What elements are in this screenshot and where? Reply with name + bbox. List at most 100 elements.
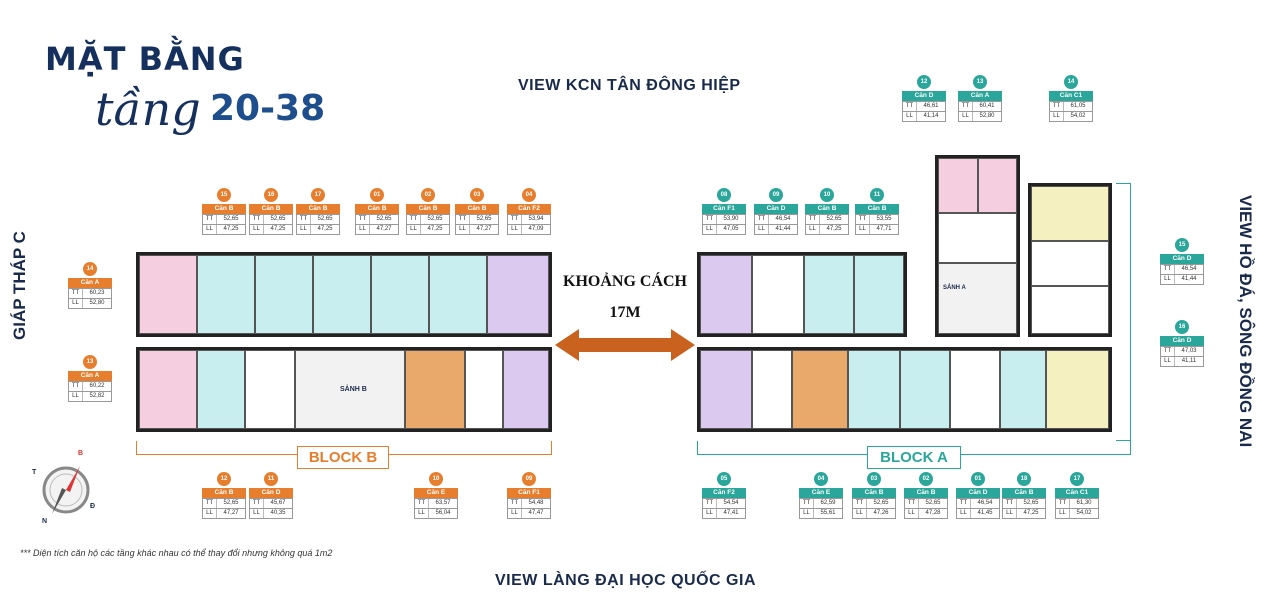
tt-value: 52,65 [270, 216, 286, 222]
unit-number: 03 [470, 188, 484, 202]
tt-value: 63,57 [435, 500, 451, 506]
tt-label: TT [508, 215, 522, 224]
unit-number: 02 [919, 472, 933, 486]
ll-label: LL [456, 225, 470, 234]
tt-label: TT [1003, 499, 1017, 508]
tt-value: 54,48 [528, 500, 544, 506]
ll-value: 41,44 [775, 226, 791, 232]
tt-value: 53,94 [528, 216, 544, 222]
unit-number: 10 [429, 472, 443, 486]
tt-label: TT [703, 499, 717, 508]
ll-label: LL [1056, 509, 1070, 518]
unit-tt-row: TT 52,65 [296, 214, 340, 225]
tt-label: TT [250, 499, 264, 508]
block-a-lower-wing [697, 347, 1112, 432]
ll-label: LL [203, 225, 217, 234]
ll-value: 47,27 [476, 226, 492, 232]
ll-value: 47,05 [723, 226, 739, 232]
unit-number: 14 [83, 262, 97, 276]
unit-ll-row: LL 47,05 [702, 225, 746, 235]
tt-value: 46,54 [977, 500, 993, 506]
block-b-label: BLOCK B [297, 446, 389, 469]
unit-type: Căn E [414, 488, 458, 498]
ll-value: 41,14 [923, 113, 939, 119]
unit-type: Căn A [958, 91, 1002, 101]
tt-label: TT [415, 499, 429, 508]
tt-label: TT [853, 499, 867, 508]
ll-value: 55,61 [820, 510, 836, 516]
ll-value: 54,02 [1076, 510, 1092, 516]
ll-value: 47,25 [223, 226, 239, 232]
tt-value: 45,67 [270, 500, 286, 506]
tt-label: TT [297, 215, 311, 224]
ll-value: 47,47 [528, 510, 544, 516]
unit-number: 17 [1070, 472, 1084, 486]
ll-value: 47,71 [876, 226, 892, 232]
ll-label: LL [703, 225, 717, 234]
compass-b: B [78, 450, 84, 457]
ll-value: 40,35 [270, 510, 286, 516]
unit-tt-row: TT 45,67 [249, 498, 293, 509]
block-a-label: BLOCK A [867, 446, 961, 469]
ll-label: LL [356, 225, 370, 234]
unit-number: 02 [421, 188, 435, 202]
unit-type: Căn F2 [702, 488, 746, 498]
ll-value: 47,26 [873, 510, 889, 516]
ll-value: 47,41 [723, 510, 739, 516]
unit-type: Căn B [455, 204, 499, 214]
ll-label: LL [250, 509, 264, 518]
tt-value: 60,23 [89, 290, 105, 296]
tt-value: 52,65 [317, 216, 333, 222]
unit-type: Căn D [249, 488, 293, 498]
block-a-tower [935, 155, 1020, 337]
ll-value: 47,27 [376, 226, 392, 232]
tt-label: TT [69, 289, 83, 298]
view-right: VIEW HỒ ĐÁ, SÔNG ĐỒNG NAI [1236, 195, 1255, 448]
ll-label: LL [250, 225, 264, 234]
unit-number: 03 [867, 472, 881, 486]
ll-value: 47,25 [427, 226, 443, 232]
tt-label: TT [905, 499, 919, 508]
unit-type: Căn A [68, 371, 112, 381]
tt-value: 61,30 [1076, 500, 1092, 506]
unit-number: 04 [522, 188, 536, 202]
tt-label: TT [1161, 347, 1175, 356]
view-left: GIÁP THÁP C [10, 231, 29, 340]
distance-arrow-icon [555, 329, 695, 361]
ll-value: 52,80 [979, 113, 995, 119]
unit-number: 13 [973, 75, 987, 89]
tt-value: 52,65 [223, 216, 239, 222]
unit-tt-row: TT 63,57 [414, 498, 458, 509]
unit-type: Căn E [799, 488, 843, 498]
tt-label: TT [959, 102, 973, 111]
block-a-side-bracket [1116, 183, 1131, 441]
title-script: tầng [95, 82, 201, 136]
ll-label: LL [508, 509, 522, 518]
tt-label: TT [250, 215, 264, 224]
